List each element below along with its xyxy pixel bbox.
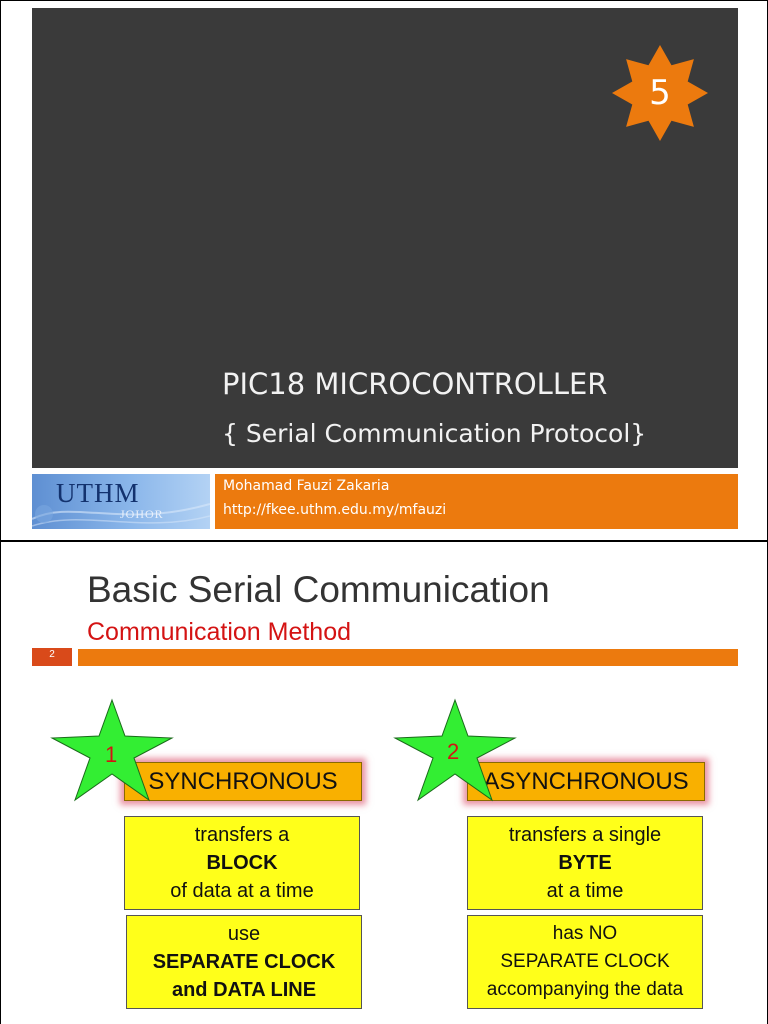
description-line: SEPARATE CLOCK	[500, 951, 670, 972]
slide-subtitle: { Serial Communication Protocol}	[222, 419, 647, 448]
slide-title: PIC18 MICROCONTROLLER	[222, 367, 608, 401]
author-url[interactable]: http://fkee.uthm.edu.my/mfauzi	[223, 502, 447, 518]
description-box: has NO SEPARATE CLOCK accompanying the d…	[467, 915, 703, 1009]
logo-subtext: JOHOR	[120, 507, 164, 521]
description-box: use SEPARATE CLOCK and DATA LINE	[126, 915, 362, 1009]
description-line: at a time	[546, 880, 624, 902]
logo-text: UTHM	[56, 478, 140, 508]
logo-swirl-icon	[32, 503, 210, 527]
university-logo: UTHM JOHOR	[32, 474, 210, 529]
slide-title: Basic Serial Communication	[87, 569, 550, 610]
title-background	[32, 8, 738, 468]
content-slide: Basic Serial Communication Communication…	[0, 541, 768, 1024]
description-keyword: SEPARATE CLOCK	[152, 951, 336, 973]
description-box: transfers a single BYTE at a time	[467, 816, 703, 910]
slide-subtitle: Communication Method	[87, 618, 352, 646]
author-name: Mohamad Fauzi Zakaria	[223, 478, 390, 494]
method-number: 1	[105, 742, 118, 767]
method-number: 2	[447, 739, 460, 764]
asynchronous-box: ASYNCHRONOUS	[467, 762, 705, 801]
title-slide: 5 PIC18 MICROCONTROLLER { Serial Communi…	[0, 0, 768, 541]
description-line: transfers a	[194, 824, 290, 846]
chapter-badge-icon	[612, 45, 708, 141]
page-number: 2	[49, 649, 55, 660]
description-keyword: BYTE	[558, 852, 612, 874]
chapter-number: 5	[649, 73, 671, 113]
synchronous-box: SYNCHRONOUS	[124, 762, 362, 801]
page-number-box	[32, 648, 72, 666]
star-icon	[50, 698, 174, 802]
description-line: of data at a time	[170, 880, 314, 902]
method-label: SYNCHRONOUS	[148, 767, 338, 795]
description-keyword: and DATA LINE	[171, 979, 317, 1001]
description-line: transfers a single	[508, 824, 662, 846]
description-keyword: BLOCK	[206, 852, 278, 874]
description-box: transfers a BLOCK of data at a time	[124, 816, 360, 910]
description-line: accompanying the data	[486, 979, 684, 1000]
author-bar	[215, 474, 738, 529]
star-icon	[393, 698, 517, 802]
description-line: use	[227, 923, 261, 945]
header-bar	[78, 649, 738, 666]
method-label: ASYNCHRONOUS	[483, 767, 689, 795]
description-line: has NO	[552, 923, 618, 944]
